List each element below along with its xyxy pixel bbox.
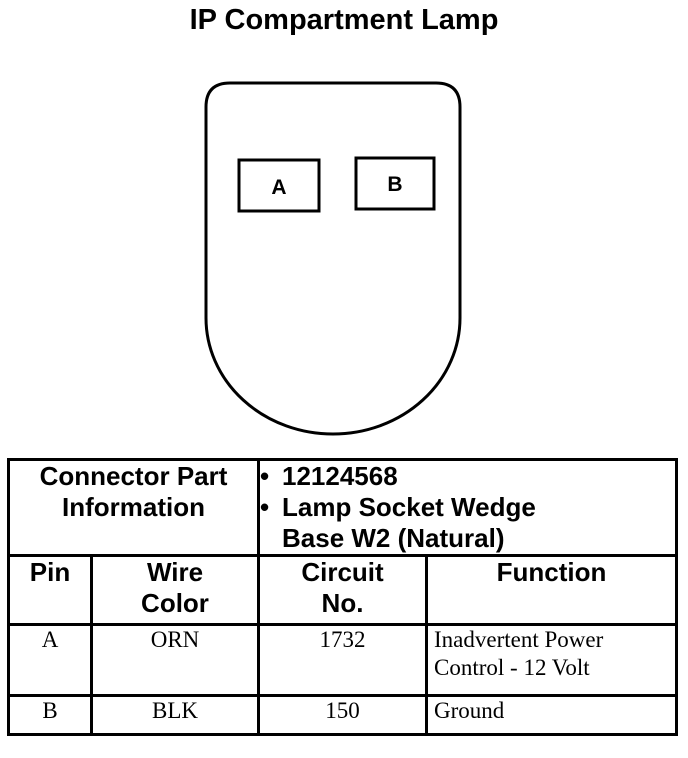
part-number: 12124568: [282, 461, 398, 491]
header-circuit-no: Circuit No.: [257, 554, 428, 626]
header-wire-color-line1: Wire: [146, 557, 204, 587]
connector-outline: [204, 81, 462, 436]
connector-face-drawing: A B: [204, 81, 462, 436]
header-wire-color-line2: Color: [141, 588, 209, 618]
diagram-title: IP Compartment Lamp: [189, 4, 499, 36]
row-function-line2: Control - 12 Volt: [434, 655, 590, 680]
header-circuit-line1: Circuit: [301, 557, 384, 587]
row-wire-color: BLK: [90, 694, 260, 736]
table-row: B BLK 150 Ground: [7, 694, 678, 736]
pin-cavity-b: [354, 156, 436, 211]
part-description-line1: Lamp Socket Wedge: [282, 492, 536, 522]
pin-label-a: A: [271, 176, 286, 199]
row-pin: B: [7, 694, 93, 736]
row-circuit: 1732: [257, 623, 428, 697]
row-circuit: 150: [257, 694, 428, 736]
row-function: Inadvertent Power Control - 12 Volt: [425, 623, 678, 697]
header-wire-color: Wire Color: [90, 554, 260, 626]
header-function: Function: [425, 554, 678, 626]
part-info-values: •12124568 •Lamp Socket Wedge Base W2 (Na…: [257, 458, 678, 557]
part-info-row: Connector Part Information •12124568 •La…: [7, 458, 678, 557]
connector-info-table: Connector Part Information •12124568 •La…: [7, 458, 678, 736]
part-info-label: Connector Part Information: [7, 458, 260, 557]
row-function-line1: Inadvertent Power: [434, 627, 604, 652]
part-description-line2: Base W2 (Natural): [282, 523, 505, 553]
table-row: A ORN 1732 Inadvertent Power Control - 1…: [7, 623, 678, 697]
row-function: Ground: [425, 694, 678, 736]
part-info-label-line2: Information: [62, 492, 205, 522]
pin-cavity-a: [237, 158, 321, 213]
part-info-label-line1: Connector Part: [39, 461, 228, 491]
pin-label-b: B: [387, 173, 402, 196]
row-pin: A: [7, 623, 93, 697]
header-circuit-line2: No.: [321, 588, 364, 618]
row-wire-color: ORN: [90, 623, 260, 697]
header-pin: Pin: [7, 554, 93, 626]
column-header-row: Pin Wire Color Circuit No. Function: [7, 554, 678, 626]
